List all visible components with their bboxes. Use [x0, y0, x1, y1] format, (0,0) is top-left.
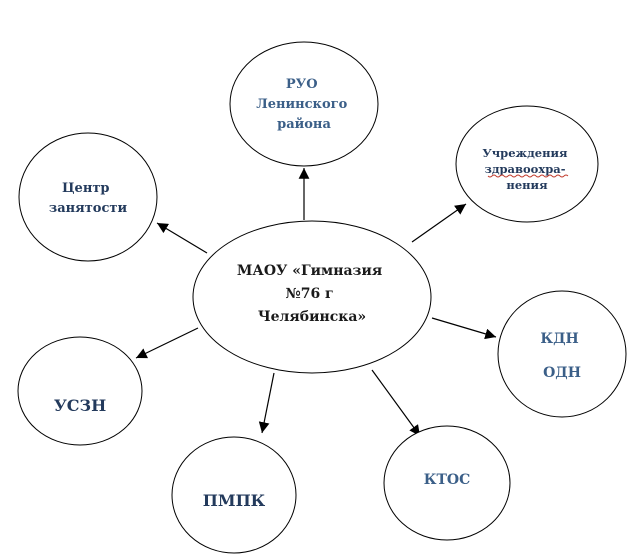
- node-employment-center: Центр занятости: [18, 132, 158, 262]
- center-label-line-2: №76 г: [285, 286, 333, 302]
- node-ruo: РУО Ленинского района: [229, 41, 379, 167]
- kdn-label-line-2: ОДН: [543, 365, 581, 381]
- spellcheck-underline: [487, 174, 569, 178]
- center-label-line-3: Челябинска»: [258, 309, 366, 325]
- edge-to-health: [411, 203, 467, 243]
- health-label-line-3: нения: [506, 178, 548, 192]
- node-uszn: УСЗН: [17, 336, 143, 446]
- employment-label-line-2: занятости: [49, 201, 128, 216]
- ktos-label: КТОС: [424, 472, 471, 488]
- center-label: МАОУ «Гимназия №76 г Челябинска»: [237, 263, 387, 325]
- ruo-label-line-1: РУО: [286, 77, 318, 92]
- ruo-label-line-2: Ленинского: [256, 97, 347, 112]
- uszn-label: УСЗН: [54, 396, 106, 415]
- node-ktos: КТОС: [383, 425, 511, 541]
- pmpk-label: ПМПК: [203, 491, 266, 510]
- ruo-label-line-3: района: [277, 117, 331, 132]
- employment-label: Центр занятости: [49, 181, 128, 216]
- node-center-gymnasium: МАОУ «Гимназия №76 г Челябинска»: [192, 220, 432, 374]
- employment-label-line-1: Центр: [62, 181, 110, 196]
- edge-to-ktos: [371, 369, 421, 437]
- node-health-institutions: Учреждения здравоохра- нения: [455, 105, 599, 223]
- health-label-line-2: здравоохра-: [485, 162, 566, 176]
- edge-to-pmpk: [258, 372, 275, 434]
- kdn-label-line-1: КДН: [540, 331, 578, 347]
- node-kdn-odn: КДН ОДН: [497, 290, 627, 418]
- edge-to-uszn: [135, 327, 199, 359]
- health-label-line-1: Учреждения: [482, 146, 568, 160]
- kdn-label: КДН ОДН: [540, 331, 583, 381]
- health-label: Учреждения здравоохра- нения: [482, 146, 571, 192]
- edge-to-kdn: [431, 317, 497, 340]
- edge-to-employment: [156, 222, 208, 254]
- ruo-label: РУО Ленинского района: [256, 77, 352, 132]
- center-label-line-1: МАОУ «Гимназия: [237, 263, 382, 279]
- node-pmpk: ПМПК: [171, 436, 297, 554]
